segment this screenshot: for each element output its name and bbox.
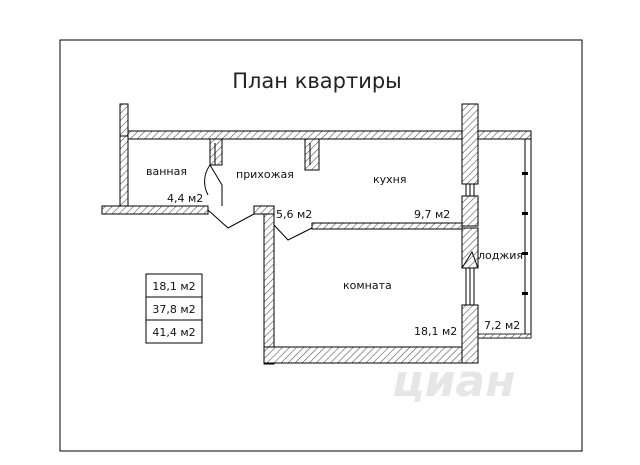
hallway-name: прихожая: [236, 168, 294, 181]
loggia-name: лоджия: [478, 249, 523, 262]
wall-vent-block: [304, 138, 320, 171]
plan-details: [204, 138, 532, 339]
wall-bathroom-bottom: [101, 205, 209, 215]
wall-room-bottom: [263, 346, 479, 364]
wall-entrance-right: [253, 205, 275, 215]
wall-right-mid: [461, 195, 479, 227]
loggia-mullion: [522, 252, 528, 255]
kitchen-area: 9,7 м2: [414, 208, 450, 221]
drawing-frame: [59, 39, 583, 452]
living-area: 18,1 м2: [152, 280, 195, 293]
bathroom-door: [209, 164, 223, 206]
bathroom-door-arc: [204, 164, 211, 196]
loggia-door: [461, 250, 479, 269]
loggia-mullion: [522, 292, 528, 295]
bathroom-name: ванная: [146, 165, 187, 178]
total-area-with-loggia: 41,4 м2: [152, 326, 195, 339]
page-title: План квартиры: [232, 69, 402, 93]
total-area: 37,8 м2: [152, 303, 195, 316]
entrance-door: [207, 209, 255, 229]
wall-right-upper: [461, 103, 479, 185]
loggia-mullion: [522, 172, 528, 175]
loggia-area: 7,2 м2: [484, 319, 520, 332]
room-area: 18,1 м2: [414, 325, 457, 338]
wall-left-stub: [119, 103, 129, 138]
kitchen-name: кухня: [373, 173, 406, 186]
loggia-mullion: [522, 212, 528, 215]
watermark: циан: [392, 356, 516, 407]
wall-partition-bath: [209, 138, 223, 166]
summary-box: [145, 273, 203, 344]
wall-room-left: [263, 213, 275, 365]
room-name: комната: [343, 279, 392, 292]
hallway-area: 5,6 м2: [276, 208, 312, 221]
wall-kitchen-room: [311, 222, 463, 230]
area-summary-table: 18,1 м2 37,8 м2 41,4 м2: [145, 273, 203, 344]
walls: [101, 103, 532, 365]
bathroom-area: 4,4 м2: [167, 192, 203, 205]
loggia-bottom-slab: [477, 333, 532, 339]
wall-bathroom-left: [119, 135, 129, 207]
room-door: [273, 224, 313, 241]
wall-right-bottom: [461, 304, 479, 364]
